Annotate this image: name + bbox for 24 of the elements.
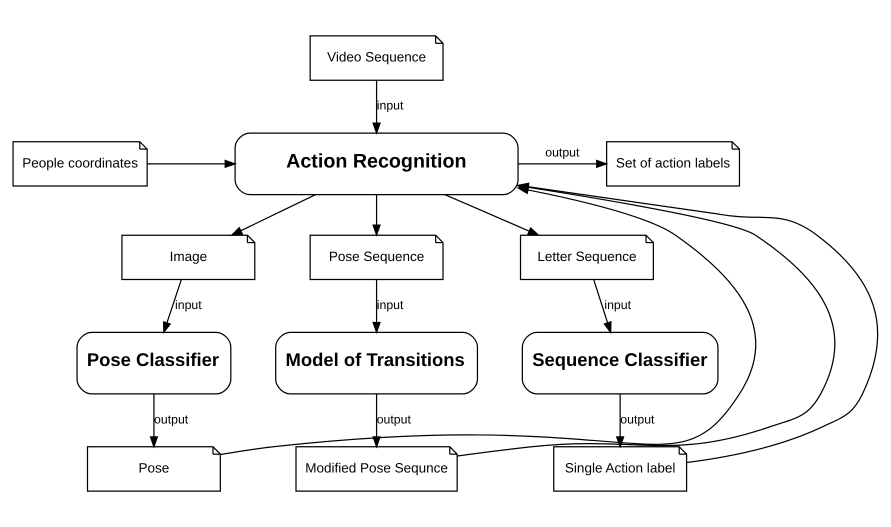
arrow xyxy=(230,194,316,236)
edge-label: output xyxy=(620,412,654,426)
node-box: Action Recognition xyxy=(234,132,519,196)
edge-label: input xyxy=(376,98,404,113)
arrow xyxy=(147,160,237,168)
arrow xyxy=(150,394,158,449)
arrow xyxy=(372,194,381,237)
edge-label: output xyxy=(154,412,188,426)
arrow xyxy=(372,80,381,135)
edge-label: output xyxy=(545,145,580,160)
arrow xyxy=(372,394,381,449)
node-box: Model of Transitions xyxy=(275,332,478,394)
edge-label: input xyxy=(604,298,632,312)
node-box: Pose Classifier xyxy=(76,332,232,394)
arrow xyxy=(372,280,381,334)
arrow xyxy=(518,160,608,168)
edge-label: output xyxy=(376,412,411,426)
edge-label: input xyxy=(175,298,202,312)
arrow xyxy=(616,394,624,449)
arrow xyxy=(163,280,182,334)
edge-label: input xyxy=(376,298,404,312)
arrow xyxy=(444,194,540,236)
node-box: Sequence Classifier xyxy=(522,332,719,394)
arrow xyxy=(593,280,612,334)
